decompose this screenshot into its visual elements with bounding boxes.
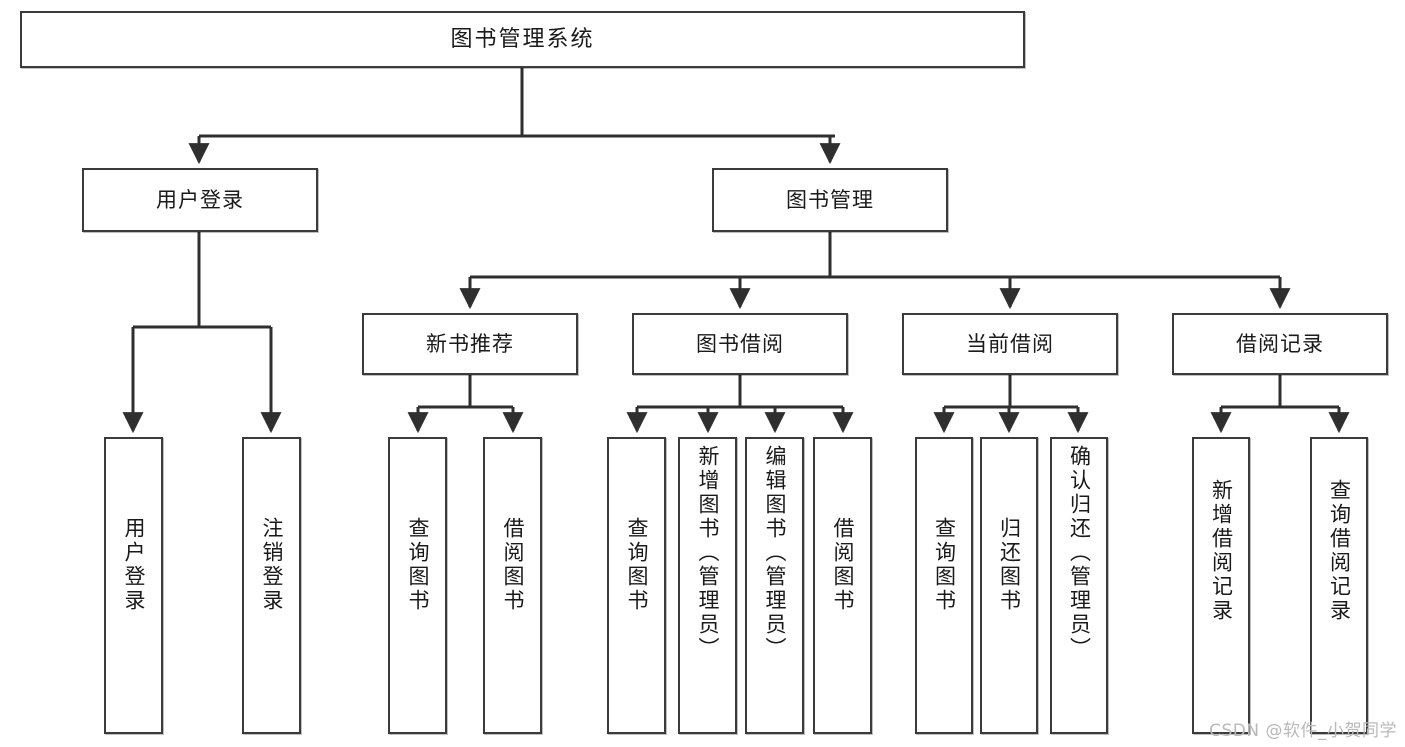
node-root[interactable]: 图书管理系统 [20,11,1025,68]
leaf-confirm-return[interactable]: 确认归还（管理员） [1050,437,1108,734]
leaf-borrow-book-1[interactable]: 借阅图书 [483,437,542,734]
node-book-borrow[interactable]: 图书借阅 [632,313,848,375]
leaf-edit-book-label: 编辑图书（管理员） [763,445,787,661]
node-user-login[interactable]: 用户登录 [82,168,318,232]
node-new-book-recommend-label: 新书推荐 [426,331,514,356]
leaf-logout-login[interactable]: 注销登录 [242,437,301,734]
node-user-login-label: 用户登录 [156,187,244,212]
leaf-query-book-2[interactable]: 查询图书 [607,437,666,734]
leaf-logout-login-label: 注销登录 [260,517,284,613]
node-new-book-recommend[interactable]: 新书推荐 [362,313,578,375]
leaf-borrow-book-2[interactable]: 借阅图书 [813,437,872,734]
node-root-label: 图书管理系统 [450,26,595,52]
leaf-return-book-label: 归还图书 [997,517,1022,613]
node-borrow-record[interactable]: 借阅记录 [1172,313,1388,375]
node-book-borrow-label: 图书借阅 [696,331,784,356]
leaf-query-book-1[interactable]: 查询图书 [388,437,447,734]
watermark: CSDN @软件_小贺同学 [1209,721,1397,741]
leaf-add-record[interactable]: 新增借阅记录 [1192,437,1250,734]
node-current-borrow[interactable]: 当前借阅 [902,313,1118,375]
leaf-confirm-return-label: 确认归还（管理员） [1067,445,1092,661]
node-book-manage[interactable]: 图书管理 [712,168,948,232]
leaf-borrow-book-1-label: 借阅图书 [501,517,525,613]
node-borrow-record-label: 借阅记录 [1236,331,1324,356]
node-book-manage-label: 图书管理 [786,187,874,212]
leaf-query-book-3[interactable]: 查询图书 [915,437,973,734]
leaf-add-record-label: 新增借阅记录 [1209,479,1234,623]
leaf-user-login[interactable]: 用户登录 [104,437,163,734]
leaf-edit-book[interactable]: 编辑图书（管理员） [745,437,804,734]
leaf-query-book-2-label: 查询图书 [625,517,649,613]
leaf-query-book-3-label: 查询图书 [932,517,957,613]
leaf-query-record[interactable]: 查询借阅记录 [1310,437,1368,734]
leaf-query-record-label: 查询借阅记录 [1327,479,1352,623]
leaf-add-book-label: 新增图书（管理员） [696,445,720,661]
leaf-return-book[interactable]: 归还图书 [980,437,1038,734]
leaf-query-book-1-label: 查询图书 [406,517,430,613]
leaf-add-book[interactable]: 新增图书（管理员） [678,437,737,734]
leaf-borrow-book-2-label: 借阅图书 [831,517,855,613]
node-current-borrow-label: 当前借阅 [966,331,1054,356]
leaf-user-login-label: 用户登录 [122,517,146,613]
